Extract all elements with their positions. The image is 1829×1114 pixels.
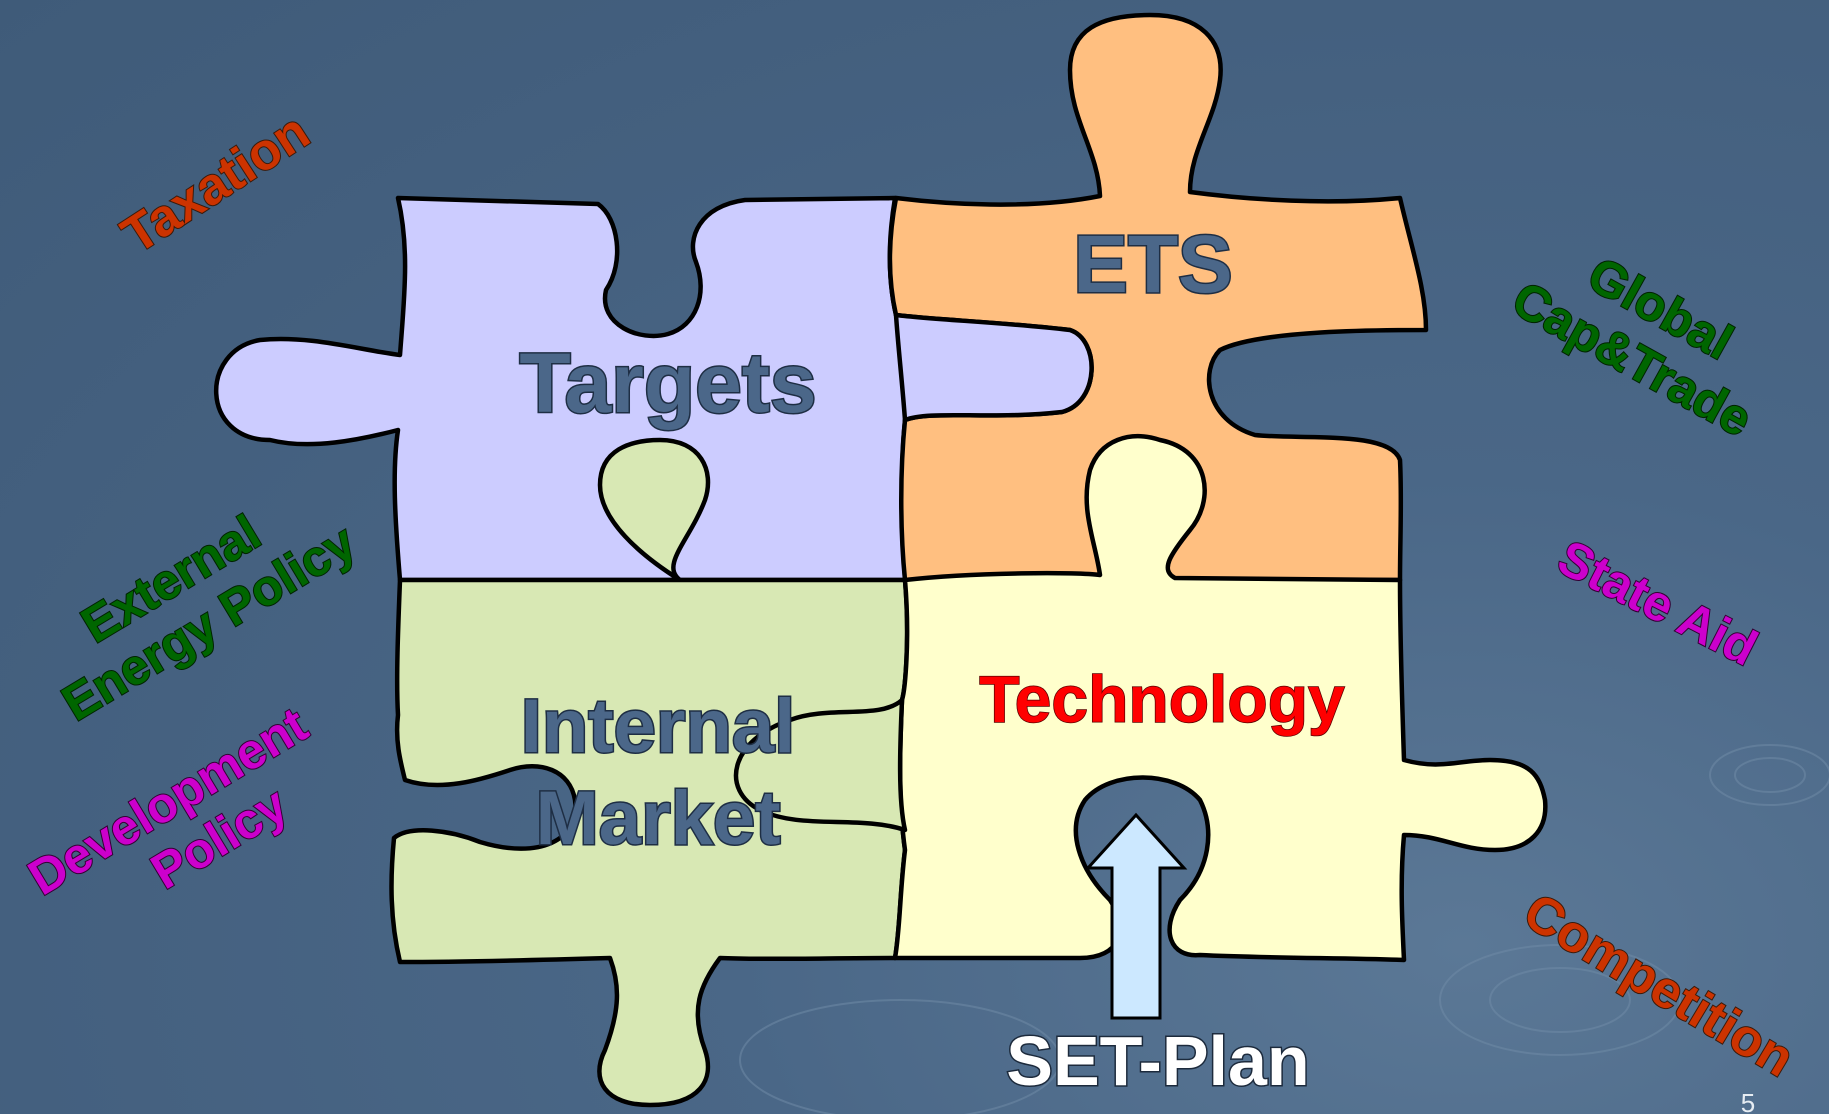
page-number: 5 <box>1741 1088 1755 1114</box>
ets-label: ETS <box>1073 219 1232 310</box>
set-plan-label: SET-Plan <box>1006 1022 1309 1100</box>
technology-label: Technology <box>979 662 1345 736</box>
state-aid-label: State Aid <box>1549 529 1766 676</box>
internal-market-tab <box>733 697 908 833</box>
targets-tab <box>893 312 1094 423</box>
ripple-decoration <box>739 744 1829 1114</box>
internal-market-label-line1: Internal <box>521 684 796 769</box>
internal-market-label-line2: Market <box>536 776 781 861</box>
external-energy-policy-label: External Energy Policy <box>52 503 366 733</box>
taxation-label: Taxation <box>112 102 320 265</box>
global-cap-trade-label: Global Cap&Trade <box>1502 245 1762 448</box>
internal-market-piece <box>389 437 910 1108</box>
set-plan-arrow <box>1084 812 1188 1020</box>
technology-piece <box>892 434 1548 963</box>
development-policy-label: Development Policy <box>18 695 318 907</box>
targets-label: Targets <box>519 336 816 430</box>
competition-label: Competition <box>1514 882 1804 1088</box>
